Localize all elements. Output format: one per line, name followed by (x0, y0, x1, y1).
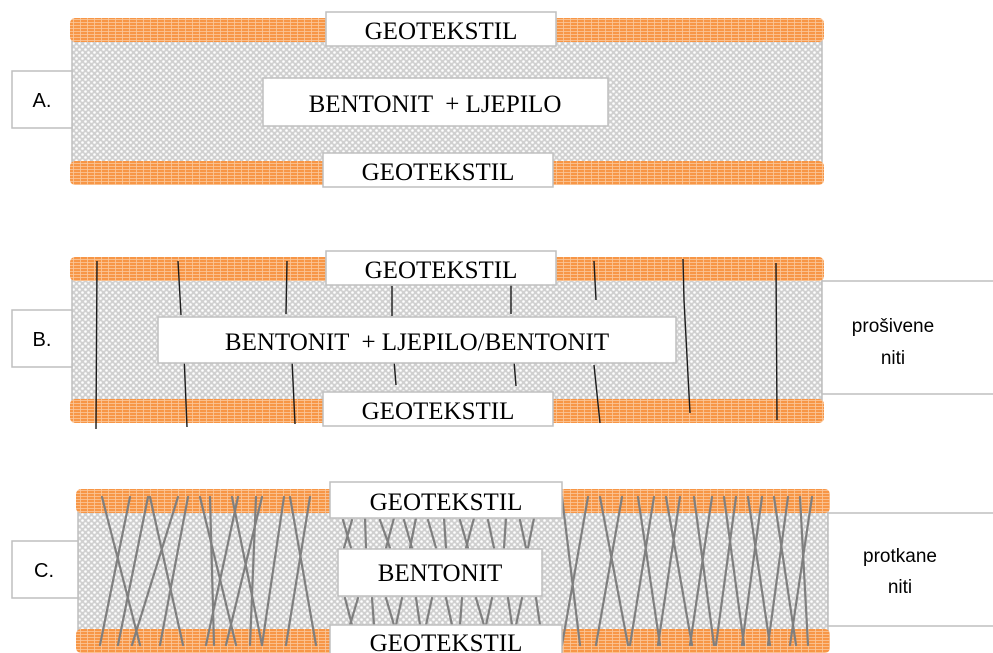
side-label-c-line1: protkane (863, 546, 937, 567)
core-label-c: BENTONIT (378, 560, 503, 587)
side-label-b-line2: niti (881, 348, 905, 369)
side-label-b-line1: prošivene (852, 316, 934, 337)
panel-c: GEOTEKSTIL BENTONIT GEOTEKSTIL C. protka… (11, 481, 993, 653)
side-label-c-line2: niti (888, 577, 912, 598)
stitched-fibers (95, 258, 778, 430)
panel-a: GEOTEKSTIL BENTONIT + LJEPILO GEOTEKSTIL… (11, 11, 824, 188)
panel-tag-c: C. (34, 560, 54, 582)
geotextile-top-label-c: GEOTEKSTIL (370, 489, 523, 516)
geotextile-bottom-label-c: GEOTEKSTIL (370, 630, 523, 653)
geotextile-top-label-b: GEOTEKSTIL (365, 257, 518, 284)
geotextile-bottom-label-a: GEOTEKSTIL (362, 159, 515, 186)
woven-fibers (98, 495, 814, 647)
panel-tag-b: B. (33, 329, 52, 351)
geotextile-bottom-label-b: GEOTEKSTIL (362, 398, 515, 425)
panel-b: GEOTEKSTIL BENTONIT + LJEPILO/BENTONIT G… (11, 250, 993, 430)
geotextile-top-label-a: GEOTEKSTIL (365, 18, 518, 45)
core-label-a: BENTONIT + LJEPILO (309, 91, 562, 118)
core-label-b: BENTONIT + LJEPILO/BENTONIT (225, 329, 609, 356)
panel-tag-a: A. (33, 90, 52, 112)
